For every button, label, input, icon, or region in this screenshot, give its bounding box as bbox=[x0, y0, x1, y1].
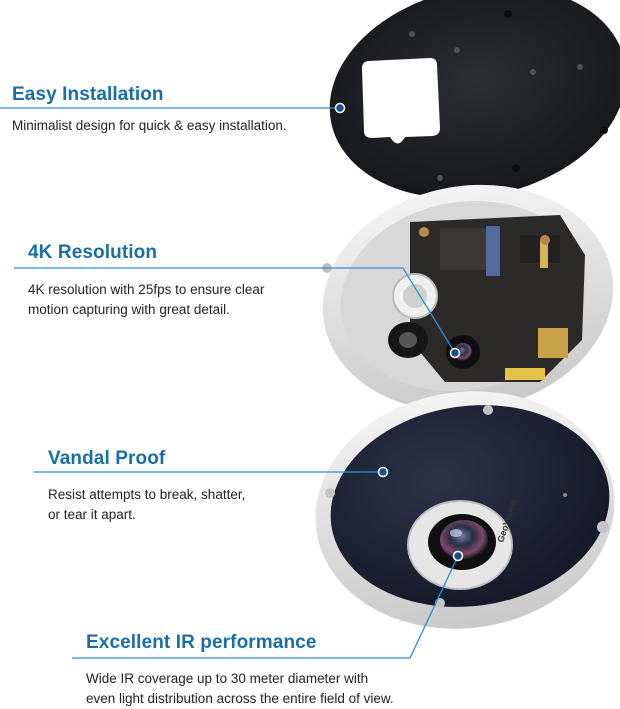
camera-dome-closed: GeoVision bbox=[315, 391, 615, 629]
feature-description: Wide IR coverage up to 30 meter diameter… bbox=[86, 669, 394, 709]
callout-dot-vandal bbox=[377, 466, 389, 478]
mounting-plate bbox=[329, 0, 620, 199]
callout-dot-resolution bbox=[449, 347, 461, 359]
feature-description-line: Minimalist design for quick & easy insta… bbox=[12, 118, 287, 133]
feature-vandal-proof: Vandal Proof Resist attempts to break, s… bbox=[48, 448, 245, 525]
feature-description-line: or tear it apart. bbox=[48, 507, 136, 522]
callout-lines bbox=[0, 107, 459, 659]
callout-line-resolution bbox=[14, 267, 456, 354]
plate-cutout bbox=[362, 58, 440, 144]
callout-dot-ir bbox=[452, 550, 464, 562]
feature-description: Minimalist design for quick & easy insta… bbox=[12, 116, 287, 136]
feature-description: 4K resolution with 25fps to ensure clear… bbox=[28, 280, 264, 320]
callout-dot-installation bbox=[334, 102, 346, 114]
feature-description-line: even light distribution across the entir… bbox=[86, 691, 394, 706]
camera-housing-open bbox=[322, 184, 614, 418]
feature-description-line: Wide IR coverage up to 30 meter diameter… bbox=[86, 671, 369, 686]
feature-4k-resolution: 4K Resolution 4K resolution with 25fps t… bbox=[28, 242, 264, 320]
feature-description-line: Resist attempts to break, shatter, bbox=[48, 487, 246, 502]
callout-dots bbox=[334, 102, 464, 562]
feature-easy-installation: Easy Installation Minimalist design for … bbox=[12, 84, 287, 136]
feature-title: Easy Installation bbox=[12, 84, 164, 105]
fisheye-lens bbox=[440, 520, 488, 560]
feature-title: 4K Resolution bbox=[28, 242, 158, 263]
feature-description-line: 4K resolution with 25fps to ensure clear bbox=[28, 282, 265, 297]
callout-line-ir bbox=[72, 555, 459, 659]
feature-title: Vandal Proof bbox=[48, 448, 166, 469]
feature-description-line: motion capturing with great detail. bbox=[28, 302, 230, 317]
feature-ir-performance: Excellent IR performance Wide IR coverag… bbox=[86, 632, 394, 709]
feature-title: Excellent IR performance bbox=[86, 632, 317, 653]
feature-description: Resist attempts to break, shatter, or te… bbox=[48, 485, 245, 525]
